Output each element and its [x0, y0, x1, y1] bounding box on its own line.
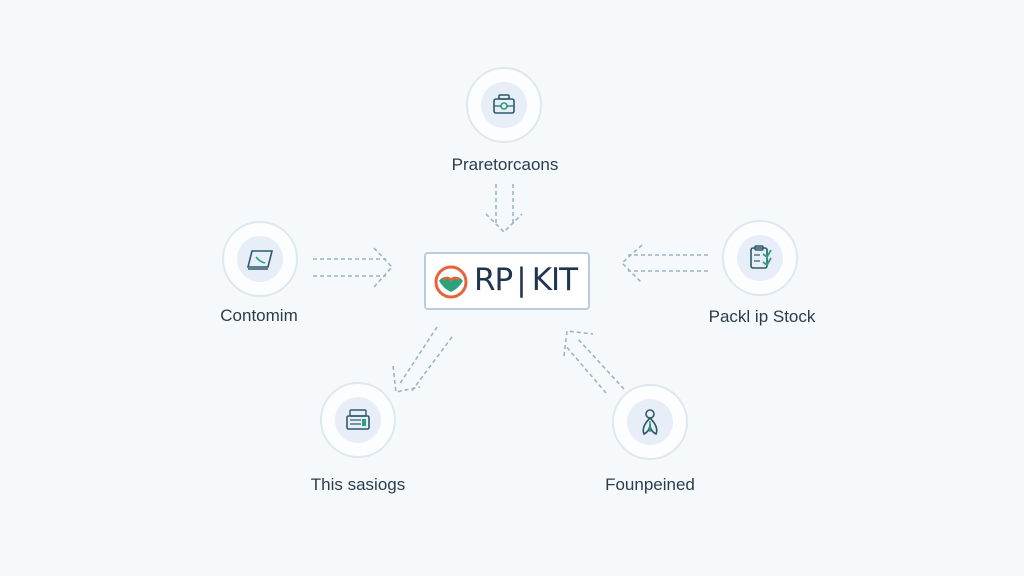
cash-register-icon	[346, 409, 370, 430]
node-right-label: Packl ip Stock	[708, 307, 816, 326]
arrow-top-to-hub	[485, 184, 523, 234]
arrow-hub-to-bottom-left	[392, 326, 453, 393]
node-bottom-left-background	[335, 397, 381, 443]
node-left	[222, 221, 298, 297]
node-right-background	[737, 235, 783, 281]
hub-title-part-b: KIT	[531, 262, 578, 298]
node-bottom-right	[612, 384, 688, 460]
node-top-background	[481, 82, 527, 128]
node-bottom-right-background	[627, 399, 673, 445]
leaf-person-icon	[642, 409, 658, 436]
briefcase-icon	[493, 94, 515, 114]
book-icon	[246, 250, 274, 270]
arrow-left-to-hub	[313, 247, 394, 288]
node-bottom-right-label: Founpeined	[605, 475, 695, 494]
hub-divider: |	[516, 262, 527, 298]
node-top	[466, 67, 542, 143]
node-left-label: Contomim	[220, 306, 298, 325]
hub-title-part-a: RP	[474, 262, 513, 298]
node-top-label: Praretorcaons	[451, 155, 559, 174]
node-bottom-left	[320, 382, 396, 458]
arrow-bottom-right-to-hub	[563, 330, 625, 394]
hub-logo-icon	[434, 265, 468, 299]
arrow-right-to-hub	[620, 244, 708, 284]
hub-box: RP|KIT	[424, 252, 590, 310]
node-left-background	[237, 236, 283, 282]
clipboard-icon	[750, 245, 772, 269]
hub-title: RP|KIT	[474, 262, 578, 298]
node-right	[722, 220, 798, 296]
node-bottom-left-label: This sasiogs	[310, 475, 406, 494]
